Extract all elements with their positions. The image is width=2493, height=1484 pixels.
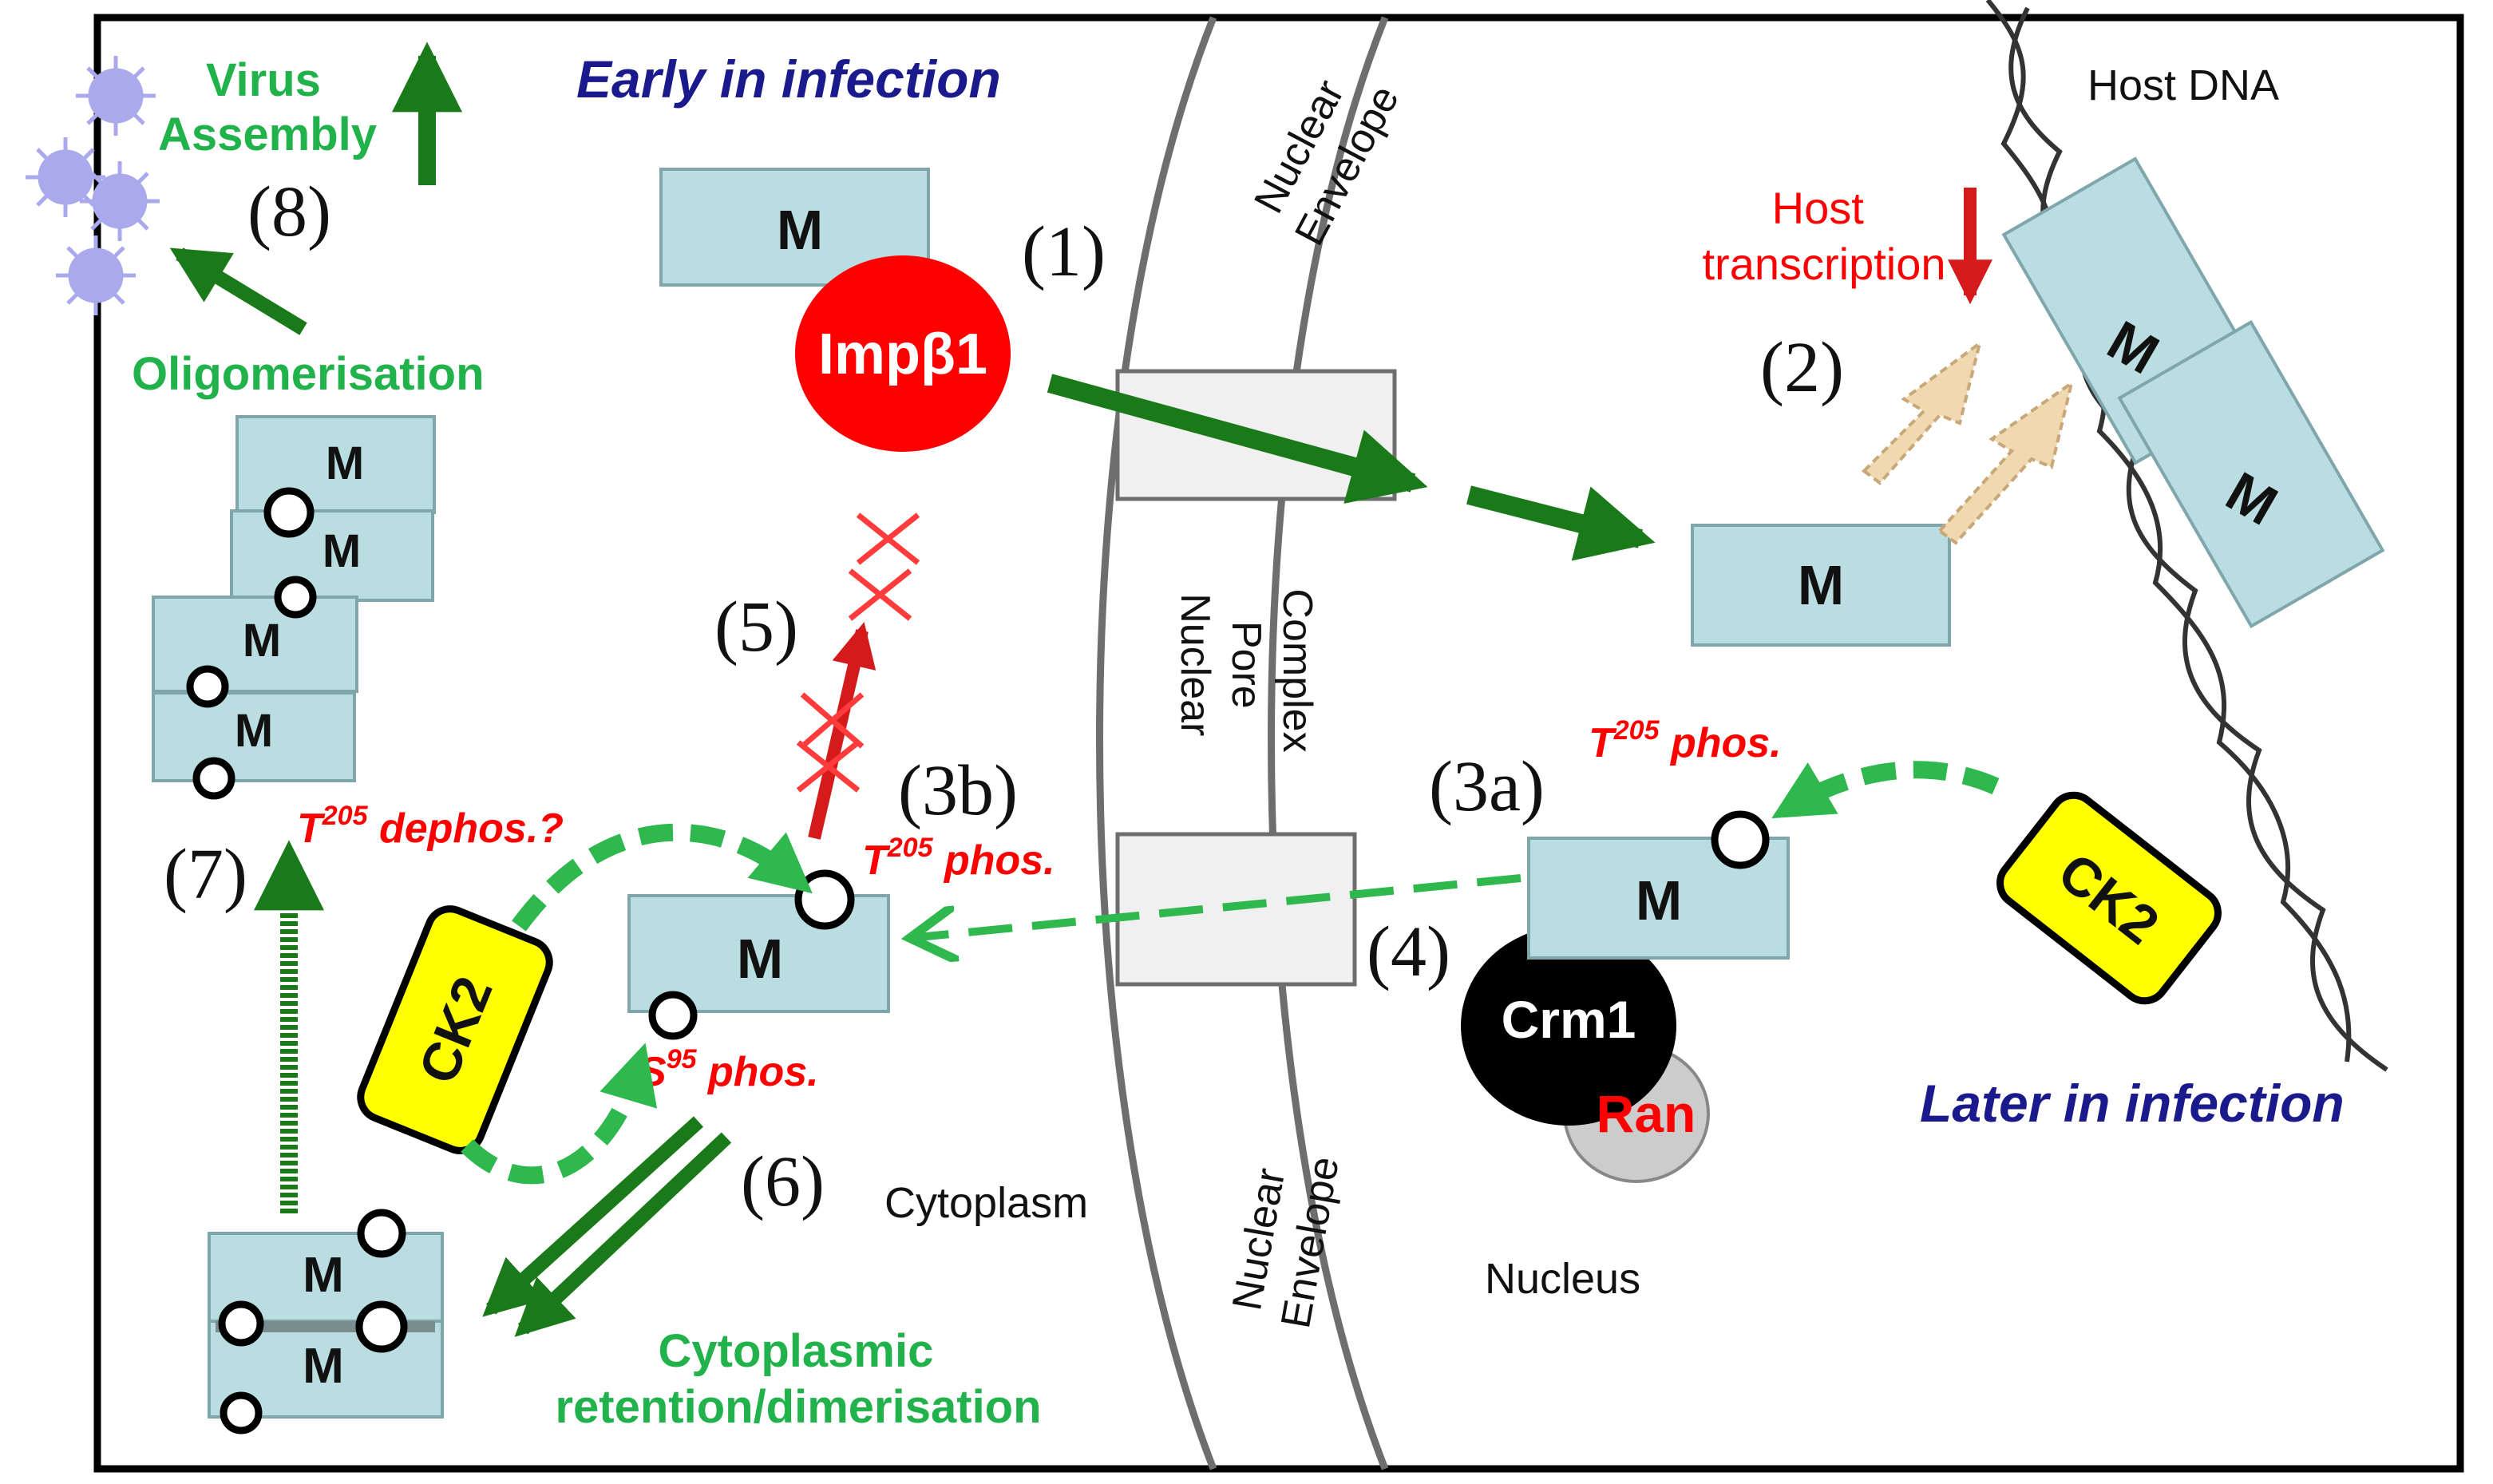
virion-2 [26, 137, 105, 217]
m-protein-cytoplasmic-label: M [737, 928, 783, 990]
s95-phospho-site [648, 991, 698, 1040]
m-protein-early-label: M [777, 199, 823, 261]
block-arrow-lower [1937, 379, 2075, 545]
early-in-infection-heading: Early in infection [576, 49, 1001, 109]
crm1-label: Crm1 [1502, 990, 1636, 1049]
virion-3 [80, 161, 160, 241]
virion-1 [76, 56, 156, 136]
import-arrow-2 [1466, 485, 1656, 561]
ck2-cytoplasmic-badge [357, 905, 553, 1154]
m-dimer-top-label: M [303, 1248, 344, 1303]
host-dna-label: Host DNA [2087, 61, 2279, 109]
ran-label: Ran [1597, 1084, 1696, 1143]
m-protein-dna-bound-2 [2117, 319, 2385, 629]
m-protein-nuclear [1691, 524, 1951, 647]
oligomerisation-label: Oligomerisation [132, 348, 485, 400]
nuclear-envelope-inner [1268, 16, 1389, 1470]
ck2-to-s95-arrow [461, 1043, 658, 1185]
m-oligomer-3-label: M [243, 615, 281, 667]
m-protein-export-label: M [1636, 869, 1682, 932]
m-oligomer-1-label: M [326, 437, 364, 489]
step-8-label: (8) [247, 172, 331, 251]
m-oligomer-2 [230, 509, 434, 602]
s95-phos-label: S95 phos. [639, 1044, 819, 1095]
host-transcription-label: Host transcription [1702, 183, 1945, 289]
nuclear-pore-complex-label: Nuclear Pore Complex [1172, 588, 1320, 752]
m-protein-nuclear-label: M [1798, 554, 1844, 616]
t205-phospho-site-nuclear [1711, 810, 1770, 869]
step-3a-label: (3a) [1429, 747, 1545, 826]
cytoplasm-label: Cytoplasm [884, 1179, 1088, 1227]
oligomer-site-4 [192, 757, 235, 800]
crm1-blob [1461, 926, 1676, 1126]
m-dimer-bottom-label: M [303, 1339, 344, 1394]
host-dna-strand-b [2008, 6, 2388, 1072]
step-2-label: (2) [1760, 328, 1844, 407]
step-3b-label: (3b) [898, 751, 1018, 830]
oligomer-site-2 [274, 576, 317, 619]
blocked-export-arrow [808, 622, 877, 840]
dimer-phospho-site-2 [218, 1300, 264, 1347]
later-in-infection-heading: Later in infection [1920, 1074, 2345, 1133]
virion-4 [56, 235, 136, 315]
t205-dephos-label: T205 dephos.? [297, 801, 564, 852]
step-7-label: (7) [164, 835, 247, 914]
step-6-label: (6) [741, 1142, 825, 1221]
nuclear-export-arrow [910, 874, 1522, 938]
block-arrow-upper [1861, 339, 1983, 485]
m-oligomer-2-label: M [323, 525, 361, 577]
m-oligomer-4-label: M [235, 705, 273, 757]
t205-phospho-site-cytoplasmic [794, 869, 855, 930]
virus-assembly-label: Virus Assembly [158, 54, 377, 160]
oligomer-site-1 [263, 487, 315, 538]
m-oligomer-4 [152, 691, 356, 782]
ck2-nuclear-phos-arrow [1771, 761, 2000, 819]
step-1-label: (1) [1022, 212, 1106, 291]
host-dna-strand-a [1985, 0, 2352, 1063]
retention-arrow-2 [514, 1132, 732, 1337]
dimer-phospho-site-4 [220, 1391, 263, 1435]
step-5-label: (5) [714, 588, 798, 667]
block-cross-marks [796, 512, 920, 793]
nuclear-envelope-outer [1096, 16, 1217, 1470]
ck2-to-t205-arrow [512, 823, 813, 932]
nucleus-label: Nucleus [1485, 1255, 1640, 1303]
import-arrow-1 [1047, 374, 1428, 504]
m-oligomer-3 [152, 596, 358, 693]
ck2-nuclear-badge [1996, 791, 2222, 1005]
oligomerisation-arrow [169, 247, 307, 335]
step-4-label: (4) [1367, 912, 1450, 991]
importin-beta1-label: Impβ1 [818, 323, 987, 386]
cytoplasmic-retention-label: Cytoplasmic retention/dimerisation [555, 1325, 1041, 1433]
oligomer-site-3 [186, 665, 229, 708]
t205-phos-cytoplasmic-label: T205 phos. [862, 833, 1055, 884]
virion-cluster [26, 56, 160, 315]
importin-beta1-blob [795, 255, 1011, 452]
dimer-phospho-site-3 [355, 1300, 408, 1353]
dimer-phospho-site-1 [357, 1209, 406, 1258]
